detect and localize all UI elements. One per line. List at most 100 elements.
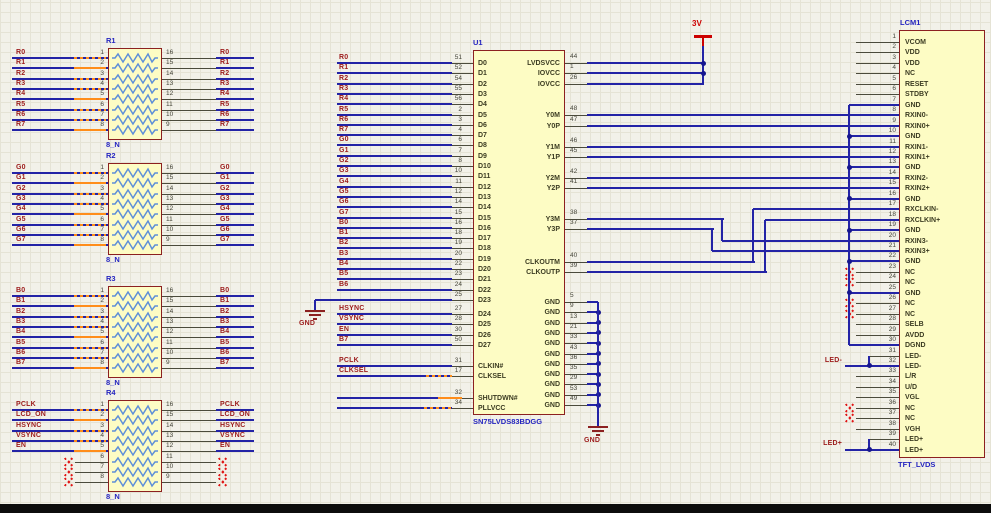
- wire-gnd[interactable]: [849, 197, 899, 200]
- net-label-B3[interactable]: B3: [220, 317, 230, 325]
- wire-gnd[interactable]: [849, 103, 899, 106]
- chip-body[interactable]: [473, 50, 565, 415]
- net-label-G0[interactable]: G0: [220, 164, 230, 171]
- wire-R7[interactable]: [12, 129, 108, 132]
- wire-B5[interactable]: [337, 278, 452, 281]
- wire-y2m[interactable]: [587, 176, 899, 179]
- net-label-B3[interactable]: B3: [339, 249, 349, 257]
- wire-R7[interactable]: [216, 129, 254, 132]
- wire-y3m[interactable]: [587, 218, 724, 220]
- wire-G1[interactable]: [337, 154, 452, 157]
- net-label-B7[interactable]: B7: [339, 336, 349, 344]
- wire-VSYNC[interactable]: [216, 439, 254, 442]
- wire-EN[interactable]: [12, 450, 108, 453]
- net-label-VSYNC[interactable]: VSYNC: [220, 431, 246, 439]
- net-label-G7[interactable]: G7: [220, 236, 230, 244]
- net-label-B0[interactable]: B0: [16, 287, 26, 294]
- net-label-R6[interactable]: R6: [220, 110, 230, 118]
- net-label-LCD_ON[interactable]: LCD_ON: [16, 411, 46, 419]
- resistor-network-value[interactable]: 8_N: [106, 140, 120, 149]
- wire-G0[interactable]: [216, 172, 254, 174]
- wire-led-plus[interactable]: [845, 448, 899, 451]
- wire-R1[interactable]: [12, 67, 108, 70]
- wire-y3p[interactable]: [587, 228, 714, 230]
- wire-gnd[interactable]: [848, 104, 850, 346]
- net-label-EN[interactable]: EN: [16, 442, 27, 450]
- net-label-R1[interactable]: R1: [220, 59, 230, 67]
- net-label-R7[interactable]: R7: [220, 121, 230, 129]
- wire-G5[interactable]: [337, 195, 452, 198]
- net-label-B1[interactable]: B1: [339, 229, 349, 237]
- net-label-G5[interactable]: G5: [16, 215, 26, 223]
- net-label-B7[interactable]: B7: [220, 359, 230, 367]
- wire-B5[interactable]: [216, 346, 254, 349]
- wire-VSYNC[interactable]: [337, 323, 452, 326]
- wire-VSYNC[interactable]: [12, 439, 108, 442]
- wire-y3p[interactable]: [712, 250, 899, 252]
- wire-gnd[interactable]: [587, 362, 598, 365]
- net-label-PCLK[interactable]: PCLK: [339, 357, 359, 364]
- net-label-R4[interactable]: R4: [16, 90, 26, 98]
- power-port-3v-icon[interactable]: [694, 35, 712, 38]
- wire-gnd[interactable]: [849, 166, 899, 169]
- wire-gnd[interactable]: [587, 404, 598, 406]
- wire-G4[interactable]: [216, 213, 254, 216]
- net-label-G6[interactable]: G6: [339, 198, 349, 206]
- wire-gnd[interactable]: [587, 342, 598, 345]
- resistor-network-designator[interactable]: R2: [106, 151, 116, 160]
- wire-gnd[interactable]: [849, 291, 899, 294]
- wire-B7[interactable]: [216, 367, 254, 370]
- wire-LCD_ON[interactable]: [12, 419, 108, 422]
- wire-B2[interactable]: [337, 247, 452, 250]
- resistor-network-designator[interactable]: R1: [106, 36, 116, 45]
- net-label-R3[interactable]: R3: [339, 84, 349, 92]
- net-label-B0[interactable]: B0: [220, 287, 230, 294]
- connector-part[interactable]: TFT_LVDS: [898, 460, 936, 469]
- net-label-B6[interactable]: B6: [220, 348, 230, 356]
- wire-G2[interactable]: [12, 192, 108, 195]
- wire-R2[interactable]: [216, 77, 254, 80]
- wire-G6[interactable]: [12, 233, 108, 236]
- net-label-G1[interactable]: G1: [220, 174, 230, 182]
- net-label-B5[interactable]: B5: [220, 338, 230, 346]
- net-label-G6[interactable]: G6: [16, 225, 26, 233]
- wire-gnd[interactable]: [587, 393, 598, 396]
- net-label-B5[interactable]: B5: [16, 338, 26, 346]
- net-label-R5[interactable]: R5: [16, 100, 26, 108]
- net-label-G1[interactable]: G1: [339, 146, 349, 154]
- wire-R6[interactable]: [12, 118, 108, 121]
- net-label-B6[interactable]: B6: [16, 348, 26, 356]
- wire-gnd[interactable]: [849, 229, 899, 232]
- net-label-B5[interactable]: B5: [339, 270, 349, 278]
- wire-gnd[interactable]: [587, 311, 598, 314]
- wire-R0[interactable]: [216, 57, 254, 59]
- net-label-HSYNC[interactable]: HSYNC: [16, 421, 42, 429]
- wire-gnd[interactable]: [587, 383, 598, 386]
- net-label-B0[interactable]: B0: [339, 218, 349, 226]
- net-label-R4[interactable]: R4: [220, 90, 230, 98]
- resistor-network-body[interactable]: [108, 286, 162, 378]
- wire-G0[interactable]: [12, 172, 108, 174]
- wire-G7[interactable]: [216, 244, 254, 247]
- net-label-R1[interactable]: R1: [339, 64, 349, 72]
- wire-B6[interactable]: [216, 356, 254, 359]
- net-label-B1[interactable]: B1: [16, 297, 26, 305]
- wire-HSYNC[interactable]: [216, 429, 254, 432]
- wire-gnd[interactable]: [849, 344, 899, 347]
- net-label-G3[interactable]: G3: [16, 194, 26, 202]
- wire-R3[interactable]: [216, 87, 254, 90]
- net-label-PCLK[interactable]: PCLK: [16, 401, 36, 408]
- net-label-B2[interactable]: B2: [220, 307, 230, 315]
- wire-gnd[interactable]: [587, 331, 598, 334]
- wire-y0p[interactable]: [587, 124, 899, 127]
- wire[interactable]: [721, 219, 723, 241]
- wire-EN[interactable]: [216, 450, 254, 453]
- wire-clkoutp[interactable]: [587, 270, 767, 273]
- net-label-G5[interactable]: G5: [339, 187, 349, 195]
- wire-G5[interactable]: [12, 223, 108, 226]
- net-label-R2[interactable]: R2: [220, 69, 230, 77]
- wire-LCD_ON[interactable]: [216, 419, 254, 422]
- wire-G3[interactable]: [337, 175, 452, 178]
- net-label-G2[interactable]: G2: [220, 184, 230, 192]
- wire-gnd[interactable]: [597, 302, 599, 426]
